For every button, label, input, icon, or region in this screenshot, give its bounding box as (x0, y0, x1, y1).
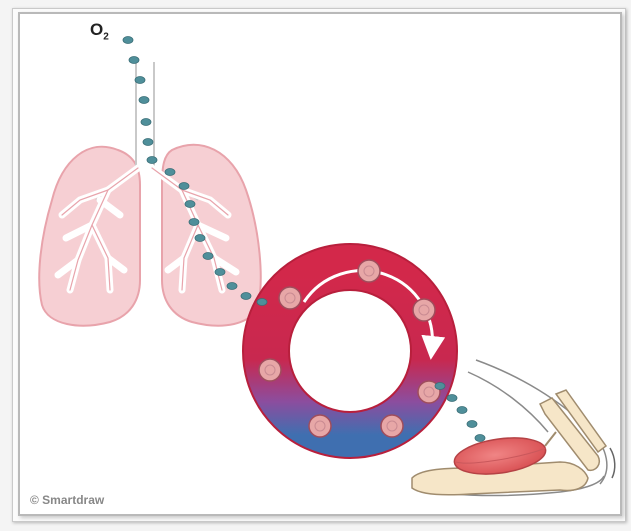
oxygen-molecule-dot (185, 201, 195, 208)
oxygen-molecule-dot (467, 421, 477, 428)
oxygen-molecule-dot (143, 139, 153, 146)
blood-cell (259, 359, 281, 381)
oxygen-label-subscript: 2 (103, 31, 109, 42)
oxygen-molecule-dot (139, 97, 149, 104)
oxygen-molecule-dot (129, 57, 139, 64)
credit-watermark: © Smartdraw (30, 493, 104, 507)
oxygen-molecule-dot (147, 157, 157, 164)
blood-cell (309, 415, 331, 437)
oxygen-molecule-dot (215, 269, 225, 276)
oxygen-molecule-dot (123, 37, 133, 44)
oxygen-molecule-dot (189, 219, 199, 226)
oxygen-molecule-dot (447, 395, 457, 402)
blood-cell (381, 415, 403, 437)
oxygen-label: O2 (90, 20, 109, 42)
blood-circulation-ring (243, 244, 457, 458)
oxygen-molecule-dot (257, 299, 267, 306)
oxygen-molecule-dot (195, 235, 205, 242)
blood-cell (279, 287, 301, 309)
oxygen-molecule-dot (227, 283, 237, 290)
oxygen-molecule-dot (241, 293, 251, 300)
oxygen-molecule-dot (179, 183, 189, 190)
oxygen-molecule-dot (135, 77, 145, 84)
oxygen-label-text: O (90, 20, 103, 39)
oxygen-molecule-dot (203, 253, 213, 260)
blood-cell (358, 260, 380, 282)
oxygen-molecule-dot (475, 435, 485, 442)
oxygen-molecule-dot (435, 383, 445, 390)
oxygen-molecule-dot (141, 119, 151, 126)
oxygen-molecule-dot (165, 169, 175, 176)
blood-cell (413, 299, 435, 321)
oxygen-molecule-dot (457, 407, 467, 414)
credit-text: © Smartdraw (30, 493, 104, 507)
